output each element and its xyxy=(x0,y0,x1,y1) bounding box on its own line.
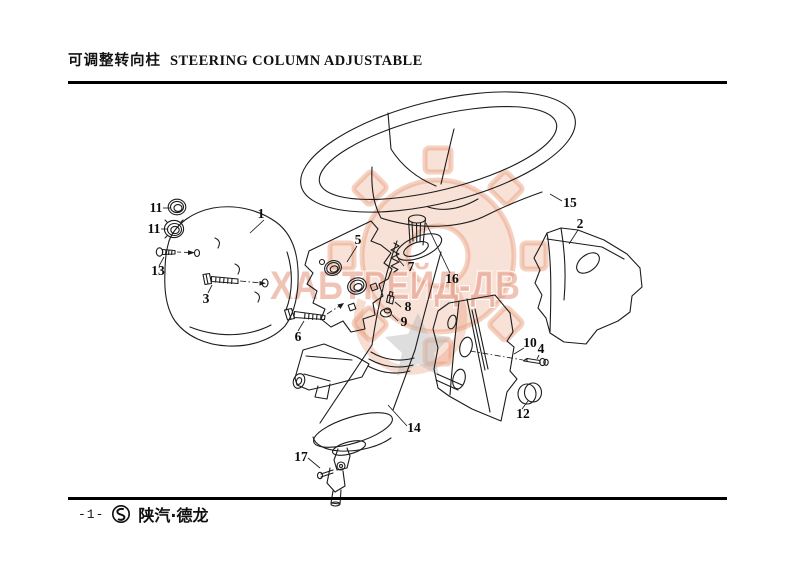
header-rule xyxy=(68,81,727,84)
page-title-chinese: 可调整转向柱 xyxy=(68,53,161,69)
upper-mounting-bracket xyxy=(304,220,393,333)
watermark-ring-icon xyxy=(354,278,468,375)
footer-rule xyxy=(68,497,727,500)
part-label-17: 17 xyxy=(294,449,308,464)
bolt-6 xyxy=(283,307,326,321)
page-header: 可调整转向柱 STEERING COLUMN ADJUSTABLE xyxy=(68,49,423,70)
part-label-13: 13 xyxy=(151,263,165,278)
part-label-14: 14 xyxy=(407,420,421,435)
bearing-rings-11 xyxy=(163,198,187,239)
part-label-6: 6 xyxy=(295,329,302,344)
part-label-11: 11 xyxy=(150,200,163,215)
bolt-8 xyxy=(385,290,395,305)
part-label-9: 9 xyxy=(401,314,408,329)
screw-4 xyxy=(522,357,549,367)
column-shroud xyxy=(533,227,643,345)
cap-12 xyxy=(517,382,543,405)
left-cover-bracket xyxy=(164,206,299,347)
part-label-2: 2 xyxy=(577,216,584,231)
part-label-1: 1 xyxy=(258,206,265,221)
shacman-logo-icon xyxy=(112,505,131,523)
lower-bracket-10 xyxy=(432,294,518,422)
part-label-15: 15 xyxy=(563,195,577,210)
leader-lines xyxy=(158,193,579,469)
part-label-5: 5 xyxy=(355,232,362,247)
watermark-text: ХАБТРЕЙД-ДВ xyxy=(270,262,520,308)
part-label-7: 7 xyxy=(408,259,415,274)
page-number: -1- xyxy=(78,506,105,522)
part-label-8: 8 xyxy=(405,299,412,314)
page-title-english: STEERING COLUMN ADJUSTABLE xyxy=(170,53,423,69)
watermark: ХАБТРЕЙД-ДВ xyxy=(269,145,549,376)
screw-13 xyxy=(155,247,176,257)
page-footer: -1- 陕汽·德龙 xyxy=(78,502,209,526)
part-label-11: 11 xyxy=(148,221,161,236)
part-label-3: 3 xyxy=(203,291,210,306)
part-label-4: 4 xyxy=(538,341,545,356)
bolt-3 xyxy=(202,272,239,286)
brand-name: 陕汽·德龙 xyxy=(138,506,209,525)
part-label-12: 12 xyxy=(516,406,530,421)
watermark-gear-icon xyxy=(327,145,549,367)
part-label-16: 16 xyxy=(445,271,459,286)
nut-9 xyxy=(379,307,393,318)
steering-wheel xyxy=(300,91,576,227)
part-label-10: 10 xyxy=(523,335,537,350)
